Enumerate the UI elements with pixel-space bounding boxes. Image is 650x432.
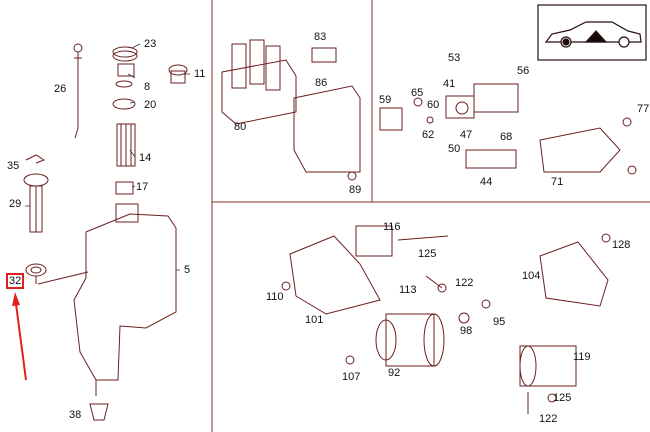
part-label-95: 95	[493, 316, 506, 328]
part-label-125-top: 125	[418, 248, 437, 260]
part-label-65: 65	[411, 87, 424, 99]
part-label-101: 101	[305, 314, 324, 326]
part-label-104: 104	[522, 270, 541, 282]
part-label-119: 119	[573, 351, 591, 363]
part-label-38: 38	[69, 409, 82, 421]
part-label-8: 8	[144, 81, 151, 93]
part-label-11: 11	[194, 68, 206, 80]
part-label-17: 17	[136, 181, 149, 193]
part-label-77: 77	[637, 103, 650, 115]
part-label-83: 83	[314, 31, 327, 43]
bracket-motor-parts	[519, 233, 611, 414]
panel-dividers	[211, 0, 650, 432]
part-label-62: 62	[422, 129, 435, 141]
part-label-53: 53	[448, 52, 461, 64]
actuator-parts	[379, 83, 637, 175]
pump-assembly-parts	[281, 225, 491, 367]
part-label-68: 68	[500, 131, 513, 143]
red-pointer-arrow	[12, 292, 27, 381]
part-label-26: 26	[54, 83, 67, 95]
part-label-59: 59	[379, 94, 392, 106]
part-label-107: 107	[342, 371, 361, 383]
part-label-98: 98	[460, 325, 473, 337]
part-label-122-top: 122	[455, 277, 474, 289]
part-label-71: 71	[551, 176, 564, 188]
part-label-128: 128	[612, 239, 631, 251]
part-label-41: 41	[443, 78, 456, 90]
part-label-35: 35	[7, 160, 20, 172]
part-label-47: 47	[460, 129, 473, 141]
part-label-50: 50	[448, 143, 461, 155]
valve-block-parts	[221, 39, 361, 181]
part-label-5: 5	[184, 264, 191, 276]
part-label-60: 60	[427, 99, 440, 111]
part-label-92: 92	[388, 367, 401, 379]
part-label-110: 110	[266, 291, 284, 303]
part-label-32[interactable]: 32	[6, 273, 25, 289]
part-label-89: 89	[349, 184, 362, 196]
part-label-44: 44	[480, 176, 493, 188]
part-label-23: 23	[144, 38, 157, 50]
left-panel-parts	[23, 43, 188, 421]
part-label-122-bottom: 122	[539, 413, 558, 425]
part-label-116: 116	[383, 221, 401, 233]
part-label-86: 86	[315, 77, 328, 89]
leader-lines	[25, 43, 190, 271]
part-label-80: 80	[234, 121, 247, 133]
part-label-14: 14	[139, 152, 152, 164]
part-label-125-bottom: 125	[553, 392, 572, 404]
part-label-113: 113	[399, 284, 417, 296]
part-label-29: 29	[9, 198, 22, 210]
vehicle-location-icon	[537, 4, 647, 61]
part-label-56: 56	[517, 65, 530, 77]
part-label-20: 20	[144, 99, 157, 111]
